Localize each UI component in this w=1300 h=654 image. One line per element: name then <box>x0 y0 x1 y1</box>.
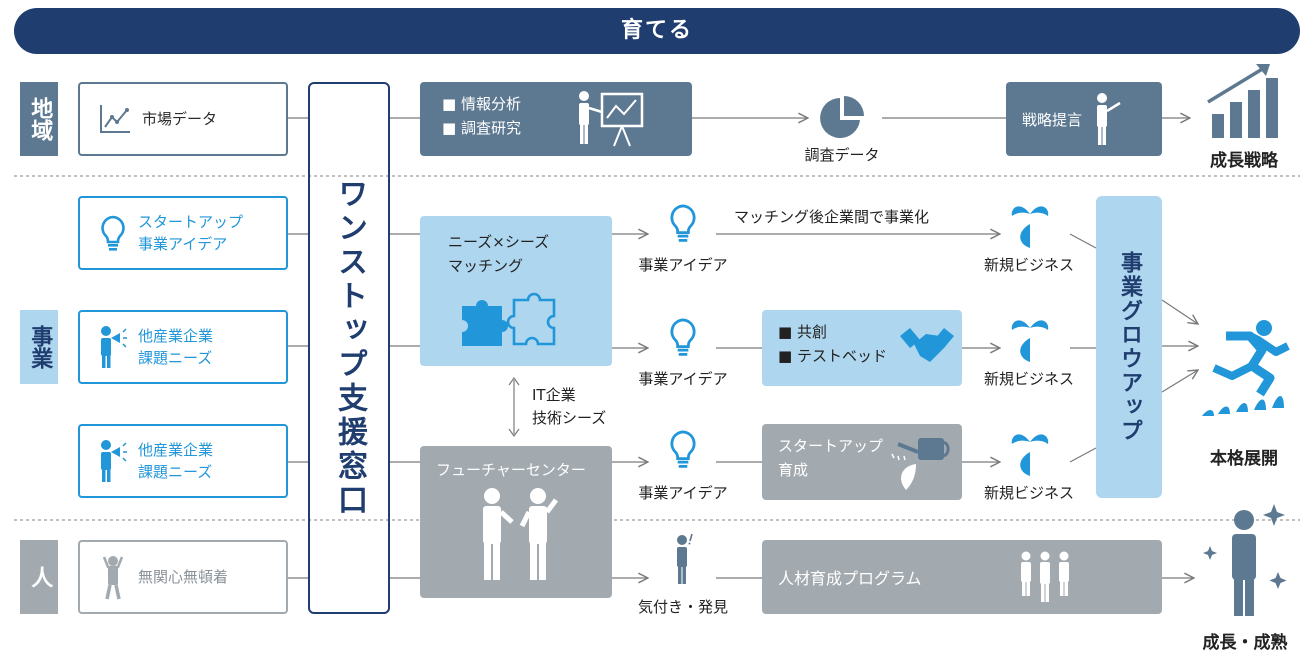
hr-program-label: 人材育成プログラム <box>778 569 922 588</box>
it-seeds-line1: IT企業 <box>532 386 576 404</box>
needs-a-line1: 他産業企業 <box>138 326 214 345</box>
idea-label-2: 事業アイデア <box>638 370 728 388</box>
matching-commercialization-note: マッチング後企業間で事業化 <box>734 208 930 226</box>
growup-label: 事業グロウアップ <box>1117 251 1142 443</box>
presenter-board-icon <box>579 91 644 147</box>
watering-can-icon <box>891 438 950 490</box>
person-exclamation-icon <box>677 533 693 584</box>
survey-data-label: 調査データ <box>804 146 880 164</box>
apathy-box: 無関心無頓着 <box>78 540 288 614</box>
handshake-icon <box>900 328 954 362</box>
puzzle-pieces-icon <box>462 292 556 346</box>
needs-box-b: 他産業企業 課題ニーズ <box>78 424 288 498</box>
apathy-label: 無関心無頓着 <box>138 567 229 586</box>
analysis-item-1: ■ 情報分析 <box>442 95 521 113</box>
category-region: 地域 <box>20 82 58 156</box>
line-chart-icon <box>100 105 130 133</box>
needs-box-a: 他産業企業 課題ニーズ <box>78 310 288 384</box>
megaphone-person-icon <box>101 326 127 368</box>
analysis-item-2: ■ 調査研究 <box>442 119 521 137</box>
idea-label-3: 事業アイデア <box>638 484 728 502</box>
it-seeds-label: IT企業 技術シーズ <box>532 384 606 429</box>
megaphone-person-icon <box>101 440 127 482</box>
growth-strategy-label: 成長戦略 <box>1210 151 1278 171</box>
startup-dev-line1: スタートアップ <box>778 437 884 455</box>
growth-maturity-label: 成長・成熟 <box>1202 633 1288 653</box>
future-center-box: フューチャーセンター <box>420 446 612 598</box>
cocreate-item-1: ■ 共創 <box>778 323 827 341</box>
category-people: 人 <box>20 540 58 614</box>
awareness-label: 気付き・発見 <box>637 598 728 616</box>
pie-chart-icon <box>820 96 864 138</box>
startup-idea-box: スタートアップ 事業アイデア <box>78 196 288 270</box>
analysis-box: ■ 情報分析 ■ 調査研究 <box>420 82 692 156</box>
one-stop-support-window: ワンストップ支援窓口 <box>308 82 390 614</box>
sprout-icon <box>1011 206 1049 248</box>
running-person-sprouts-icon <box>1202 320 1290 416</box>
it-seeds-line2: 技術シーズ <box>532 408 607 427</box>
sparkling-person-icon <box>1203 504 1287 616</box>
new-business-label-1: 新規ビジネス <box>983 256 1074 274</box>
needs-seeds-matching-box: ニーズ×シーズ マッチング <box>420 216 612 366</box>
strategy-proposal-label: 戦略提言 <box>1022 110 1083 129</box>
market-data-box: 市場データ <box>78 82 288 156</box>
future-center-label: フューチャーセンター <box>436 461 586 479</box>
cocreate-item-2: ■ テストベッド <box>778 347 887 365</box>
bored-person-icon <box>102 556 124 600</box>
sprout-icon <box>1011 434 1049 476</box>
lightbulb-icon <box>670 318 696 356</box>
pointing-person-icon <box>1097 93 1121 145</box>
group-people-icon <box>1021 551 1069 602</box>
new-business-label-3: 新規ビジネス <box>983 484 1074 502</box>
section-dividers <box>14 175 1300 521</box>
startup-dev-line2: 育成 <box>778 461 809 479</box>
full-deployment-label: 本格展開 <box>1210 449 1278 469</box>
lightbulb-icon <box>670 204 696 242</box>
matching-line1: ニーズ×シーズ <box>448 233 550 251</box>
growth-bar-chart-icon <box>1207 64 1278 138</box>
strategy-proposal-box: 戦略提言 <box>1006 82 1162 156</box>
category-business: 事業 <box>20 310 58 384</box>
business-growup-box: 事業グロウアップ <box>1096 196 1162 498</box>
two-people-talking-icon <box>483 488 558 580</box>
cocreation-box: ■ 共創 ■ テストベッド <box>762 310 962 386</box>
matching-line2: マッチング <box>448 257 524 275</box>
lightbulb-icon <box>101 215 125 251</box>
one-stop-label: ワンストップ支援窓口 <box>332 178 367 518</box>
page-title-banner: 育てる <box>14 8 1300 54</box>
sprout-icon <box>1011 320 1049 362</box>
new-business-label-2: 新規ビジネス <box>983 370 1074 388</box>
startup-idea-line2: 事業アイデア <box>138 235 228 253</box>
needs-a-line2: 課題ニーズ <box>138 349 213 367</box>
hr-program-box: 人材育成プログラム <box>762 540 1162 614</box>
startup-idea-line1: スタートアップ <box>138 212 244 231</box>
idea-label-1: 事業アイデア <box>638 256 728 274</box>
startup-development-box: スタートアップ 育成 <box>762 424 962 500</box>
needs-b-line2: 課題ニーズ <box>138 463 213 481</box>
lightbulb-icon <box>670 430 696 468</box>
needs-b-line1: 他産業企業 <box>138 440 214 459</box>
market-data-label: 市場データ <box>142 109 218 128</box>
